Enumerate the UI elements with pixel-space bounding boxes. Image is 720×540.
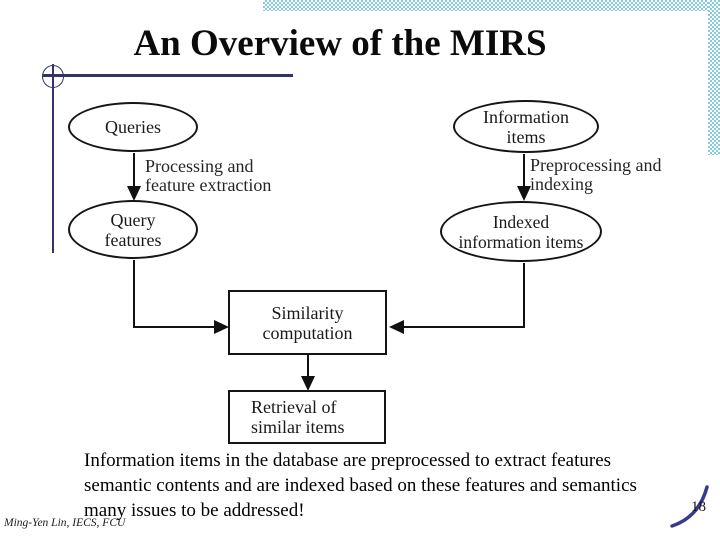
arrow-information-items-to-indexed-items xyxy=(517,154,531,201)
node-label: similar items xyxy=(251,417,345,437)
node-label: Retrieval of xyxy=(251,397,337,417)
body-text-line: many issues to be addressed! xyxy=(84,500,305,521)
node-queries: Queries xyxy=(68,102,198,152)
node-label: Query xyxy=(110,209,156,230)
body-text-line: semantic contents and are indexed based … xyxy=(84,475,637,496)
footer-author: Ming-Yen Lin, IECS, FCU xyxy=(4,517,126,529)
page-title: An Overview of the MIRS xyxy=(133,23,547,64)
edge-label-preprocessing-and-indexing: Preprocessing and indexing xyxy=(530,156,661,194)
arrow-similarity-to-retrieval xyxy=(301,355,315,391)
node-label: computation xyxy=(262,322,353,343)
node-label: features xyxy=(104,229,162,250)
right-decorative-band xyxy=(708,0,720,155)
edge-label-line: indexing xyxy=(530,174,593,194)
edge-label-processing-and-feature-extraction: Processing and feature extraction xyxy=(145,157,271,195)
node-label: Information xyxy=(483,106,569,127)
node-label: items xyxy=(506,126,546,147)
ornament-circle xyxy=(42,65,64,88)
edge-label-line: feature extraction xyxy=(145,175,272,195)
top-decorative-band xyxy=(263,0,720,11)
node-information-items: Information items xyxy=(453,100,599,153)
node-similarity-computation: Similarity computation xyxy=(228,290,387,355)
ornament-vertical-line xyxy=(52,64,54,253)
edge-label-line: Preprocessing and xyxy=(530,155,662,175)
node-label: Queries xyxy=(105,117,161,137)
arrow-query-features-to-similarity xyxy=(133,260,229,334)
title-underline xyxy=(43,74,293,77)
arrow-indexed-items-to-similarity xyxy=(389,263,525,334)
edge-label-line: Processing and xyxy=(145,156,254,176)
node-indexed-information-items: Indexed information items xyxy=(440,201,602,262)
arrow-queries-to-query-features xyxy=(127,153,141,201)
page-number: 18 xyxy=(691,499,706,515)
node-query-features: Query features xyxy=(68,200,198,259)
node-retrieval-of-similar-items: Retrieval of similar items xyxy=(228,390,386,444)
node-label: Similarity xyxy=(271,302,344,323)
body-text: Information items in the database are pr… xyxy=(84,448,684,523)
body-text-line: Information items in the database are pr… xyxy=(84,450,612,471)
node-label: Indexed xyxy=(492,211,550,232)
node-label: information items xyxy=(458,231,584,252)
